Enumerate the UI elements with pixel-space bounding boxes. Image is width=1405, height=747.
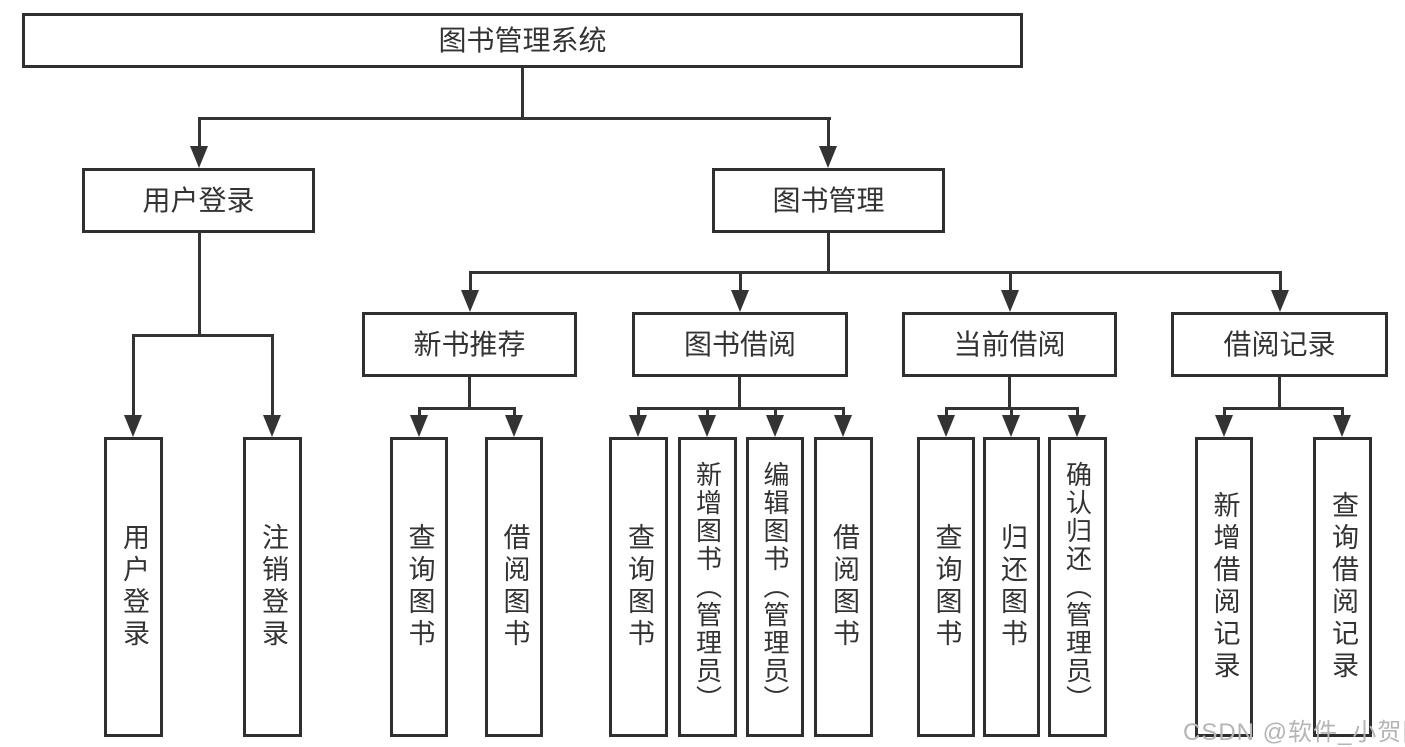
- arrow-head: [819, 146, 837, 168]
- node-book-borrowing: 图书借阅: [632, 312, 848, 377]
- node-label: 确认归还（管理员）: [1062, 461, 1093, 713]
- arrow-head: [731, 290, 749, 312]
- node-label: 借阅图书: [829, 523, 859, 651]
- connector-line: [739, 271, 742, 293]
- node-label: 编辑图书（管理员）: [760, 461, 790, 713]
- node-label: 当前借阅: [953, 328, 1066, 360]
- connector-line: [198, 232, 201, 337]
- connector-line: [1008, 376, 1011, 410]
- node-label: 图书借阅: [683, 328, 796, 360]
- leaf-confirm-return-admin: 确认归还（管理员）: [1048, 437, 1107, 737]
- leaf-borrow-books-recommend: 借阅图书: [485, 437, 543, 737]
- node-label: 归还图书: [997, 523, 1027, 651]
- leaf-user-login: 用户登录: [104, 437, 163, 737]
- arrow-head: [263, 415, 281, 437]
- connector-line: [469, 271, 1282, 274]
- node-label: 新增图书（管理员）: [692, 461, 723, 713]
- node-label: 用户登录: [119, 523, 149, 651]
- arrow-head: [1068, 415, 1086, 437]
- arrow-head: [1215, 415, 1233, 437]
- node-label: 查询图书: [404, 523, 435, 651]
- connector-line: [198, 117, 831, 120]
- leaf-borrow-books: 借阅图书: [814, 437, 873, 737]
- connector-line: [418, 407, 421, 418]
- node-book-management: 图书管理: [712, 168, 945, 233]
- node-label: 查询借阅记录: [1328, 491, 1358, 683]
- leaf-return-books: 归还图书: [983, 437, 1040, 737]
- leaf-logout: 注销登录: [243, 437, 302, 737]
- connector-line: [418, 407, 516, 410]
- connector-line: [1278, 376, 1281, 410]
- node-label: 注销登录: [258, 523, 288, 651]
- node-new-book-recommend: 新书推荐: [362, 312, 577, 377]
- connector-line: [1009, 271, 1012, 293]
- node-label: 图书管理: [772, 184, 885, 216]
- arrow-head: [698, 415, 716, 437]
- connector-line: [271, 334, 274, 417]
- connector-line: [842, 407, 845, 418]
- arrow-head: [190, 146, 208, 168]
- csdn-watermark: CSDN @软件_小贺同学: [1183, 719, 1405, 746]
- connector-line: [1223, 407, 1226, 418]
- arrow-head: [937, 415, 955, 437]
- node-label: 新增借阅记录: [1209, 491, 1240, 683]
- arrow-head: [629, 415, 647, 437]
- connector-line: [827, 117, 830, 149]
- node-library-management-system: 图书管理系统: [22, 13, 1023, 68]
- connector-line: [1076, 407, 1079, 418]
- connector-line: [132, 334, 274, 337]
- connector-line: [945, 407, 948, 418]
- arrow-head: [1001, 290, 1019, 312]
- leaf-edit-books-admin: 编辑图书（管理员）: [746, 437, 804, 737]
- arrow-head: [1002, 415, 1020, 437]
- connector-line: [198, 117, 201, 149]
- connector-line: [738, 376, 741, 410]
- arrow-head: [1333, 415, 1351, 437]
- leaf-query-books-recommend: 查询图书: [390, 437, 448, 737]
- node-label: 图书管理系统: [438, 24, 607, 56]
- arrow-head: [461, 290, 479, 312]
- node-label: 用户登录: [142, 184, 255, 216]
- connector-line: [468, 376, 471, 410]
- node-borrowing-records: 借阅记录: [1171, 312, 1388, 377]
- connector-line: [827, 233, 830, 274]
- leaf-query-books-current: 查询图书: [917, 437, 975, 737]
- node-label: 查询图书: [624, 523, 654, 651]
- leaf-add-borrow-record: 新增借阅记录: [1195, 437, 1253, 737]
- arrow-head: [1271, 290, 1289, 312]
- connector-line: [521, 68, 524, 120]
- leaf-query-books-borrowing: 查询图书: [609, 437, 668, 737]
- arrow-head: [410, 415, 428, 437]
- connector-line: [637, 407, 844, 410]
- arrow-head: [124, 415, 142, 437]
- connector-line: [706, 407, 709, 418]
- arrow-head: [834, 415, 852, 437]
- arrow-head: [766, 415, 784, 437]
- connector-line: [1279, 271, 1282, 293]
- connector-line: [1010, 407, 1013, 418]
- connector-line: [774, 407, 777, 418]
- connector-line: [1341, 407, 1344, 418]
- connector-line: [1223, 407, 1344, 410]
- node-label: 借阅图书: [499, 523, 530, 651]
- node-label: 新书推荐: [413, 328, 526, 360]
- node-current-borrowing: 当前借阅: [902, 312, 1117, 377]
- leaf-query-borrow-record: 查询借阅记录: [1313, 437, 1372, 737]
- connector-line: [513, 407, 516, 418]
- node-user-login: 用户登录: [82, 168, 315, 233]
- arrow-head: [505, 415, 523, 437]
- node-label: 查询图书: [931, 523, 962, 651]
- connector-line: [469, 271, 472, 293]
- node-label: 借阅记录: [1223, 328, 1336, 360]
- connector-line: [637, 407, 640, 418]
- leaf-add-books-admin: 新增图书（管理员）: [678, 437, 737, 737]
- connector-line: [132, 334, 135, 417]
